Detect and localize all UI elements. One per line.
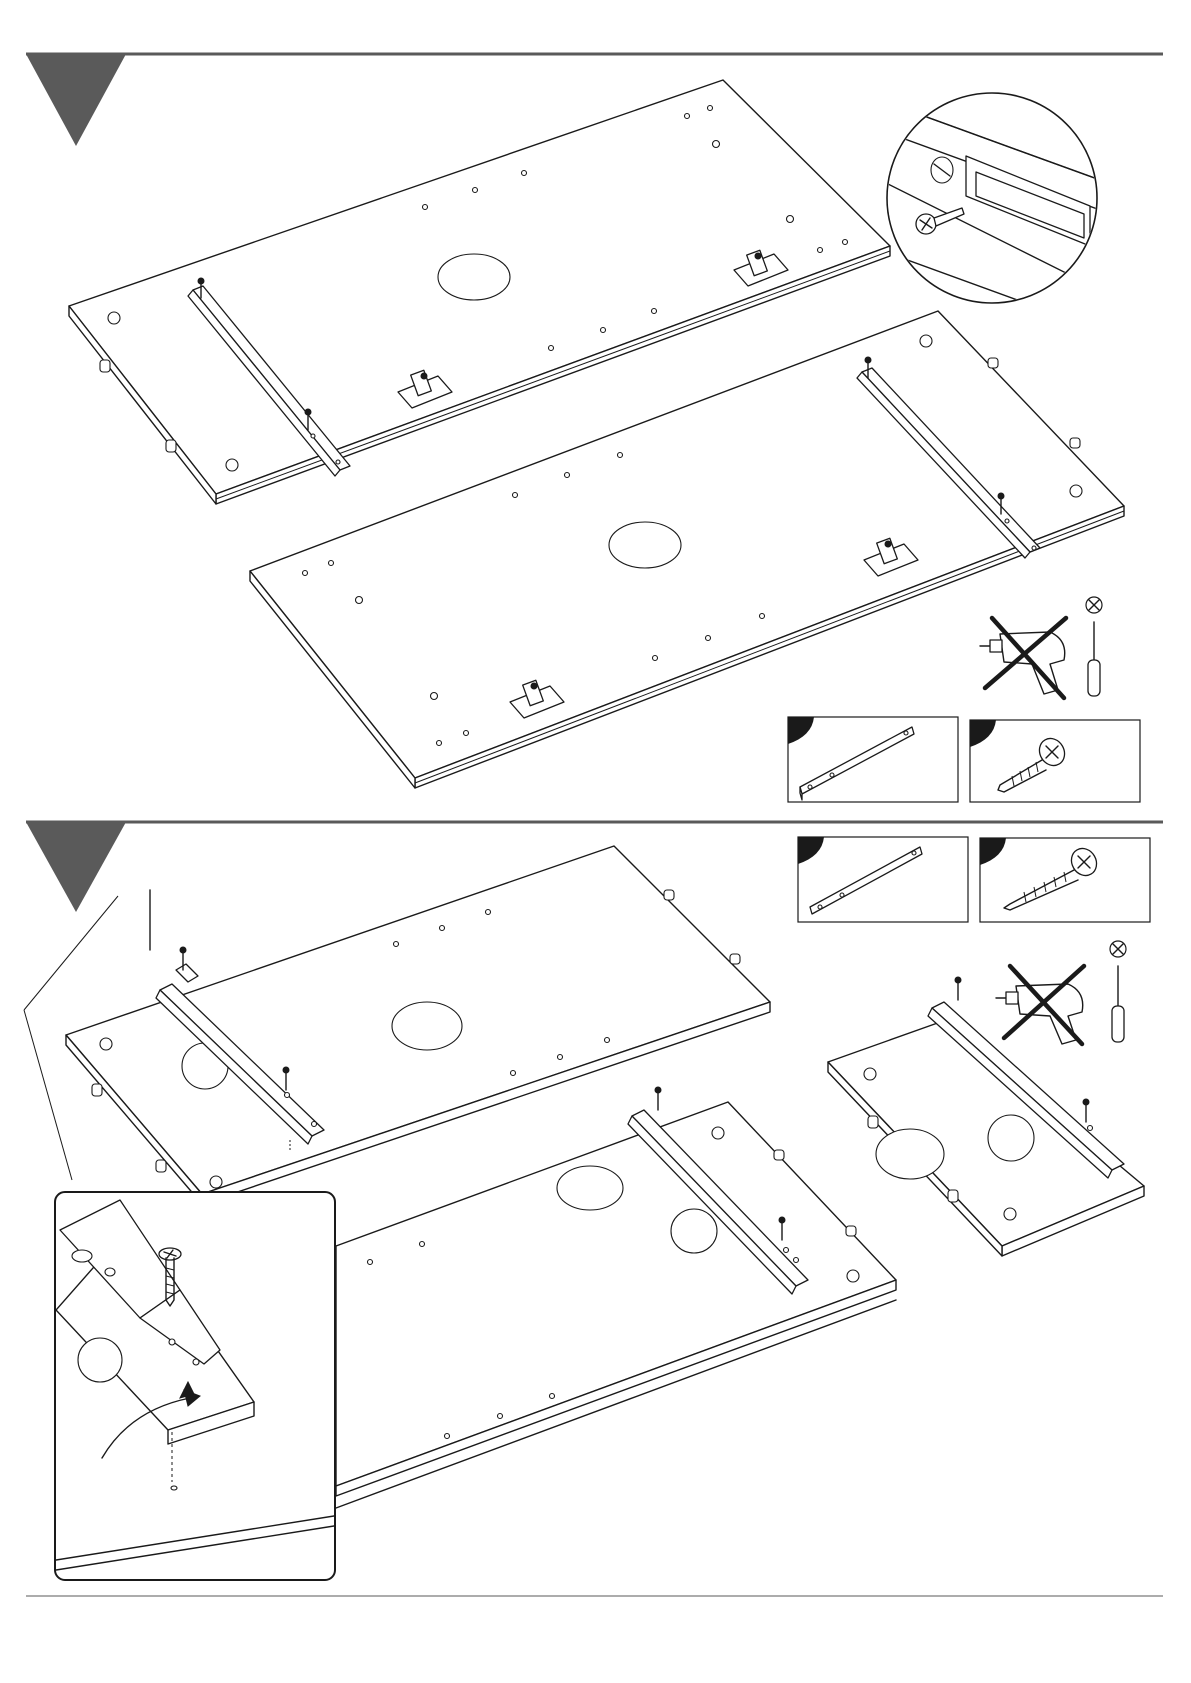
cross-out-icon [1004,966,1084,1044]
cam-hole [876,1129,944,1179]
panel-center [336,1087,896,1496]
part-box-rail [798,837,968,922]
detail-magnifier [880,93,1100,330]
part-box-long-screw [980,838,1150,922]
part-box-screw [970,720,1140,802]
cam-hole [609,522,681,568]
cam-hole [78,1338,122,1382]
step-1 [26,54,1163,802]
cam-hole [438,254,510,300]
detail-inset [55,1192,335,1580]
cam-hole [988,1115,1034,1161]
step-marker-icon [26,54,126,146]
circled-x-icon [1110,941,1126,957]
cam-hole [392,1002,462,1050]
screwdriver-icon [1112,966,1124,1042]
screwdriver-icon [1088,622,1100,696]
tool-indicators [980,597,1102,698]
circled-x-icon [1086,597,1102,613]
step-marker-icon [26,822,126,912]
part-box-rail [788,717,958,802]
tool-indicators [996,941,1126,1044]
step-2 [24,822,1163,1580]
cam-hole [557,1166,623,1210]
cam-hole [671,1209,717,1253]
cross-out-icon [985,618,1066,698]
panel-right [828,977,1144,1256]
